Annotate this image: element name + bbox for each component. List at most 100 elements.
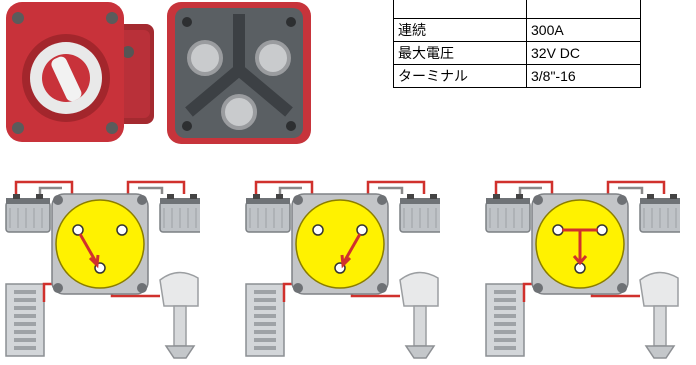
panel-switch: [254, 290, 276, 294]
housing-screw: [533, 195, 543, 205]
housing-screw: [293, 195, 303, 205]
spec-label: 最大電圧: [393, 41, 527, 65]
red-battery-switch-photo: [6, 2, 154, 142]
engine-lower-unit: [644, 345, 676, 359]
negative-wire: [38, 186, 62, 194]
switch-knob: [51, 56, 82, 102]
panel-switch: [494, 298, 516, 302]
panel-switch: [494, 346, 516, 350]
engine-shaft: [173, 305, 187, 347]
housing-screw: [293, 283, 303, 293]
spec-row: [393, 0, 641, 19]
battery-icon: [639, 194, 680, 233]
arrow-head: [340, 254, 352, 269]
panel-switch: [14, 346, 36, 350]
negative-wire: [138, 186, 164, 194]
y-divider: [185, 14, 293, 117]
battery-top: [160, 198, 200, 204]
battery-terminal: [190, 194, 197, 199]
housing-screw: [617, 195, 627, 205]
mount-hole: [286, 17, 296, 27]
battery-icon: [159, 194, 200, 233]
battery-top: [400, 198, 440, 204]
mount-hole: [182, 121, 192, 131]
terminal-2: [116, 224, 128, 236]
battery-icon: [245, 194, 291, 233]
black-battery-switch-photo: [167, 2, 311, 144]
spec-table: 連続 300A 最大電圧 32V DC ターミナル 3/8"-16: [393, 0, 641, 88]
engine-shaft: [413, 305, 427, 347]
outboard-engine-icon: [399, 271, 439, 359]
panel-body: [5, 283, 45, 357]
panel-body: [245, 283, 285, 357]
connection-arrow: [78, 233, 98, 263]
terminal-stud: [255, 40, 291, 76]
wiring-diagram-battery-2: [245, 180, 440, 359]
panel-switch: [254, 346, 276, 350]
panel-switch: [14, 330, 36, 334]
panel-switch: [494, 314, 516, 318]
panel-switch: [494, 330, 516, 334]
panel-switch: [14, 314, 36, 318]
panel-switch: [14, 306, 36, 310]
terminal-stud: [187, 40, 223, 76]
battery-top: [486, 198, 530, 204]
negative-wire: [618, 186, 644, 194]
negative-wire: [278, 186, 302, 194]
breaker-panel-icon: [5, 283, 45, 357]
battery-top: [246, 198, 290, 204]
spec-row: 最大電圧 32V DC: [393, 41, 641, 65]
engine-cowl: [639, 271, 679, 307]
battery-top: [6, 198, 50, 204]
mount-screw: [106, 122, 118, 134]
engine-lower-unit: [164, 345, 196, 359]
panel-switch: [494, 338, 516, 342]
battery-terminal: [276, 194, 283, 199]
engine-cowl: [159, 271, 199, 307]
mount-screw: [106, 12, 118, 24]
battery-icon: [5, 194, 51, 233]
battery-body: [245, 201, 291, 233]
spec-value: 300A: [526, 18, 641, 42]
breaker-panel-icon: [245, 283, 285, 357]
panel-switch: [494, 322, 516, 326]
negative-wire: [378, 186, 404, 194]
housing-screw: [53, 283, 63, 293]
panel-switch: [494, 290, 516, 294]
connection-arrow: [342, 233, 362, 263]
spec-value: 3/8"-16: [526, 64, 641, 88]
mount-hole: [182, 17, 192, 27]
panel-switch: [254, 338, 276, 342]
battery-terminal: [253, 194, 260, 199]
battery-terminal: [430, 194, 437, 199]
terminal-1: [312, 224, 324, 236]
spec-row: ターミナル 3/8"-16: [393, 64, 641, 88]
side-screw: [122, 46, 134, 58]
housing-screw: [377, 283, 387, 293]
battery-icon: [485, 194, 531, 233]
battery-top: [640, 198, 680, 204]
terminal-1: [72, 224, 84, 236]
battery-terminal: [167, 194, 174, 199]
battery-terminal: [516, 194, 523, 199]
panel-body: [485, 283, 525, 357]
breaker-panel-icon: [485, 283, 525, 357]
negative-wire: [518, 186, 542, 194]
housing-screw: [53, 195, 63, 205]
panel-switch: [254, 330, 276, 334]
terminal-2: [356, 224, 368, 236]
housing-screw: [377, 195, 387, 205]
battery-terminal: [493, 194, 500, 199]
switch-dial: [55, 199, 145, 289]
panel-switch: [254, 306, 276, 310]
terminal-stud: [221, 94, 257, 130]
battery-body: [485, 201, 531, 233]
housing-screw: [137, 283, 147, 293]
battery-terminal: [670, 194, 677, 199]
arrow-head: [88, 254, 100, 269]
spec-label: ターミナル: [393, 64, 527, 88]
outboard-engine-icon: [159, 271, 199, 359]
wiring-diagram-combine: [485, 180, 680, 359]
engine-shaft: [653, 305, 667, 347]
spec-value: 32V DC: [526, 41, 641, 65]
